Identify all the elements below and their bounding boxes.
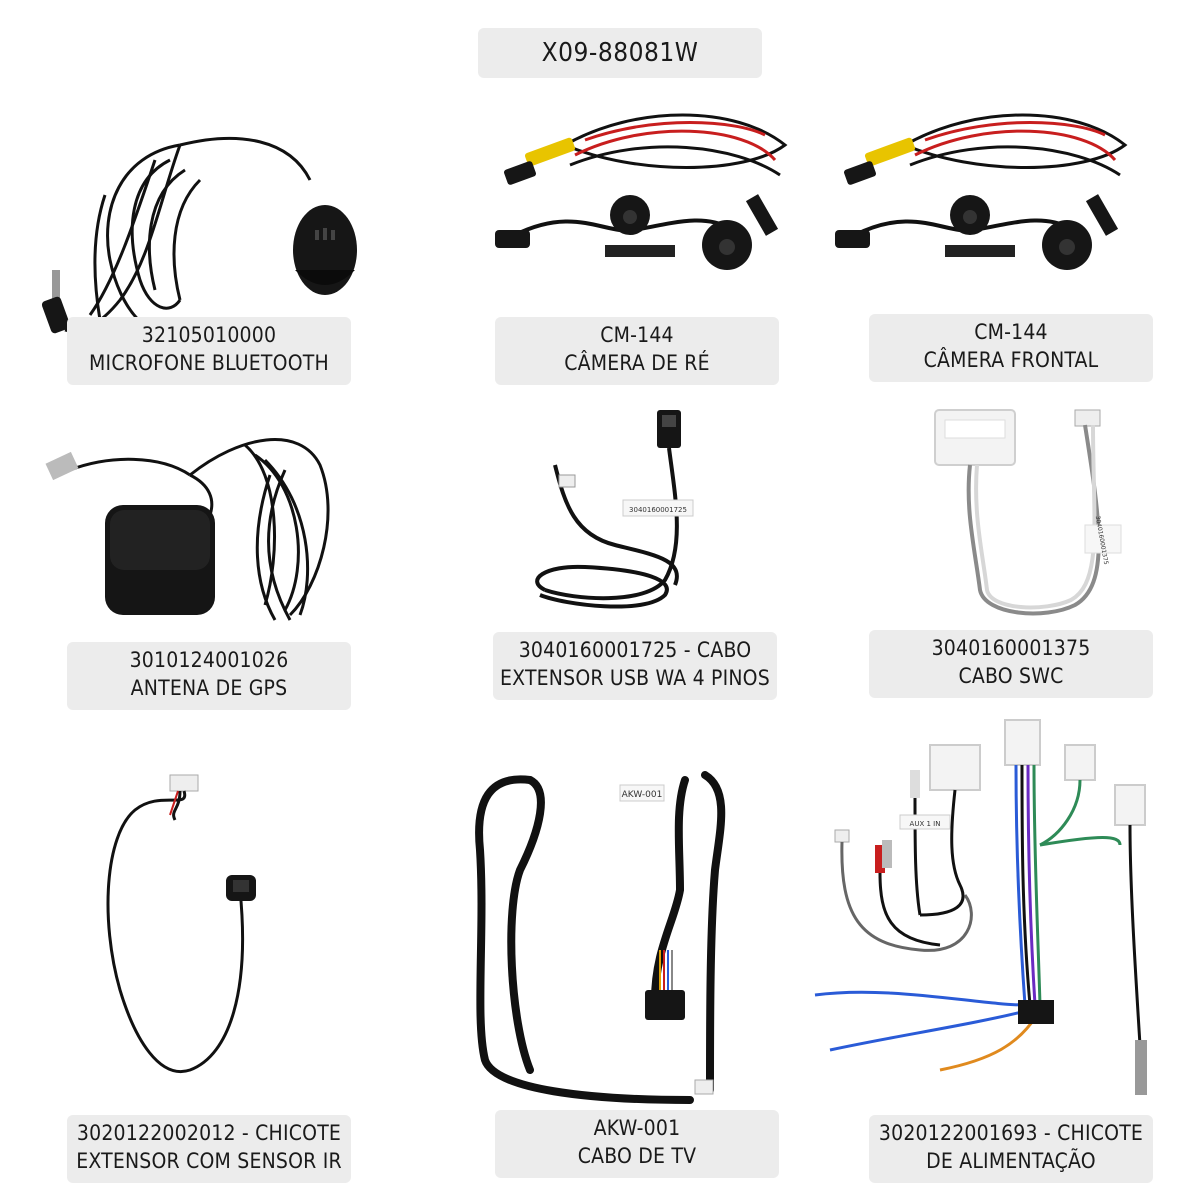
svg-text:3040160001725: 3040160001725: [629, 506, 687, 514]
svg-text:AUX 1 IN: AUX 1 IN: [910, 820, 941, 828]
usb-cable-icon: 3040160001725: [535, 410, 694, 609]
power-harness-icon: AUX 1 IN: [814, 719, 1147, 1095]
tv-cable-icon: AKW-001: [475, 771, 726, 1104]
model-title: X09-88081W: [478, 28, 762, 78]
swc-cable-icon: 3040160001375: [934, 409, 1122, 616]
svg-text:AKW-001: AKW-001: [622, 790, 663, 800]
ir-sensor-icon: [106, 774, 256, 1073]
gps-antenna-icon: [45, 438, 330, 621]
reverse-camera-icon: [495, 113, 788, 270]
front-camera-icon: [835, 113, 1128, 270]
microphone-icon: [41, 136, 357, 334]
